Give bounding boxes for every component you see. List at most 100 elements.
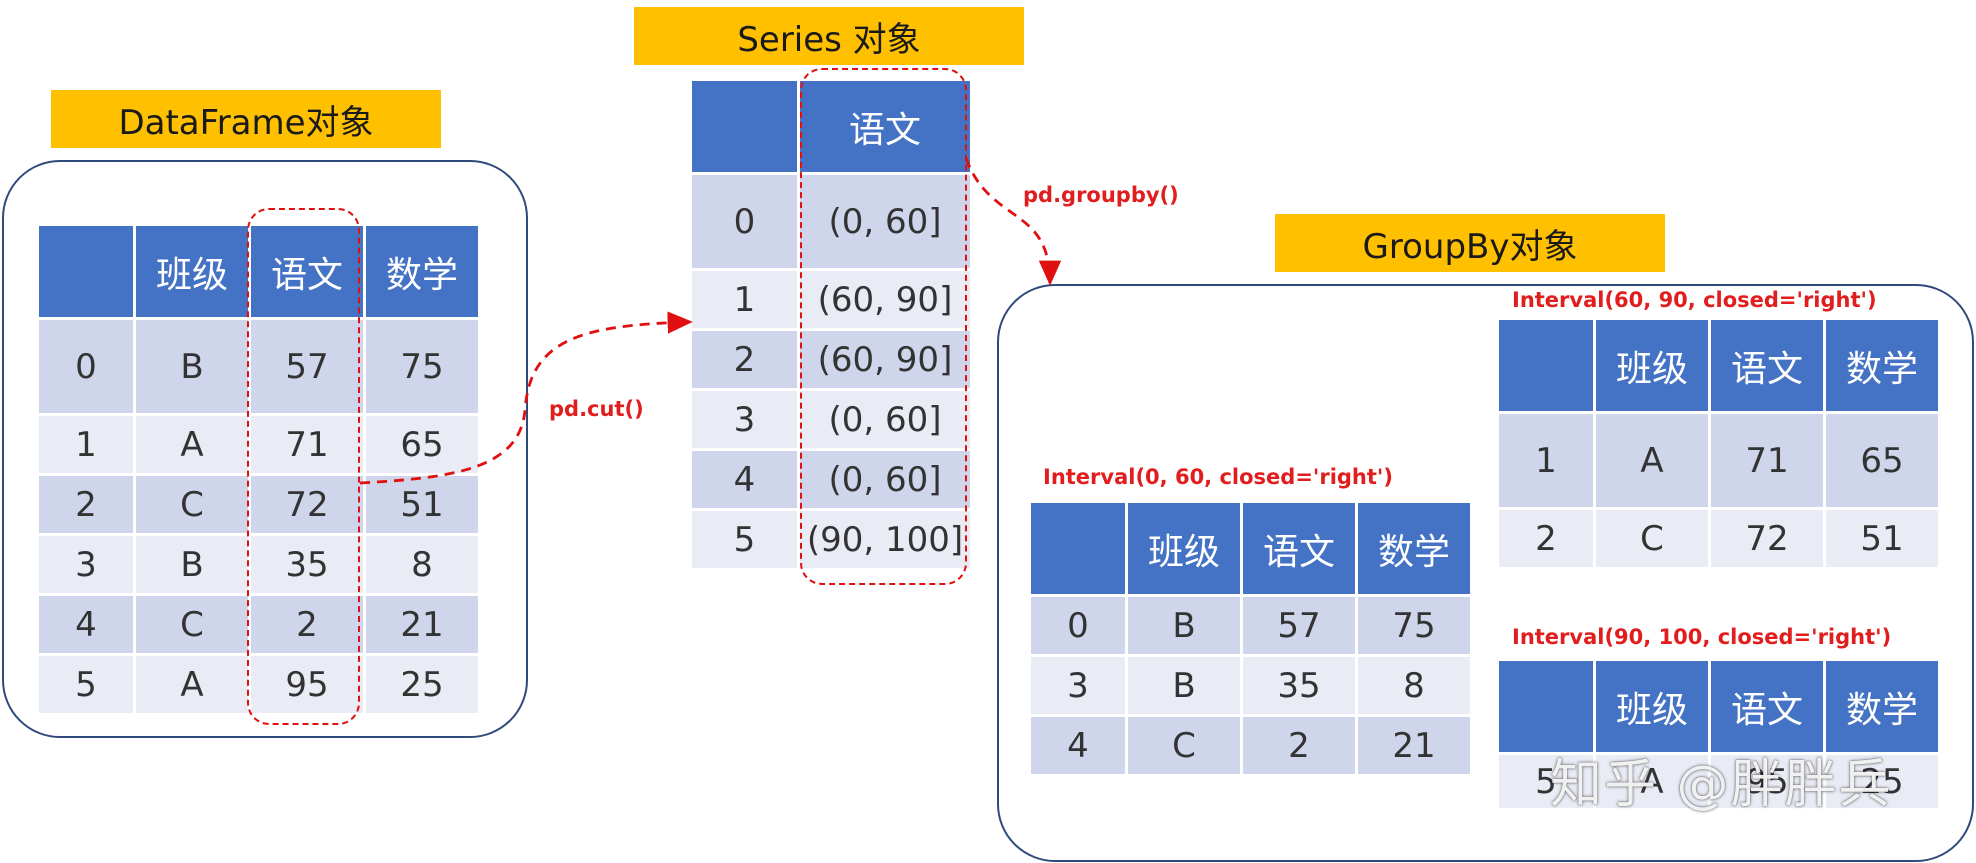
interval-cell: (0, 60] — [797, 448, 973, 511]
index-cell: 2 — [689, 328, 800, 391]
class-cell: B — [1125, 654, 1243, 717]
table-row: 4 C 2 21 — [1028, 714, 1473, 777]
group-label-90-100: Interval(90, 100, closed='right') — [1512, 625, 1892, 649]
table-row: 4 (0, 60] — [689, 448, 973, 511]
math-cell: 25 — [1823, 752, 1941, 811]
table-row: 0 (0, 60] — [689, 172, 973, 271]
index-cell: 3 — [1028, 654, 1128, 717]
chinese-header-cell: 语文 — [1708, 658, 1826, 755]
index-header-cell — [1496, 317, 1596, 414]
cut-arrow — [359, 311, 693, 485]
group-label-0-60: Interval(0, 60, closed='right') — [1043, 465, 1393, 489]
groupby-title: GroupBy对象 — [1275, 214, 1665, 272]
chinese-column-highlight — [247, 208, 360, 725]
chinese-header-cell: 语文 — [797, 78, 973, 175]
group-table-0-60: 班级 语文 数学 0 B 57 75 3 B 35 8 4 C 2 21 — [1028, 500, 1473, 777]
index-cell: 1 — [1496, 411, 1596, 510]
dataframe-table: 班级 语文 数学 0 B 57 75 1 A 71 65 2 C 72 51 3… — [36, 223, 481, 716]
index-cell: 3 — [36, 533, 136, 596]
math-header-cell: 数学 — [363, 223, 481, 320]
index-cell: 1 — [689, 268, 800, 331]
group-table-60-90: 班级 语文 数学 1 A 71 65 2 C 72 51 — [1496, 317, 1941, 570]
table-row: 5 (90, 100] — [689, 508, 973, 571]
index-header-cell — [1496, 658, 1596, 755]
class-cell: C — [133, 593, 251, 656]
interval-column-highlight — [800, 68, 967, 585]
math-cell: 65 — [1823, 411, 1941, 510]
table-row: 4 C 2 21 — [36, 593, 481, 656]
group-table-90-100: 班级 语文 数学 5 A 95 25 — [1496, 658, 1941, 811]
chinese-cell: 2 — [1240, 714, 1358, 777]
chinese-cell: 57 — [248, 317, 366, 416]
math-cell: 51 — [1823, 507, 1941, 570]
chinese-cell: 35 — [248, 533, 366, 596]
interval-cell: (60, 90] — [797, 268, 973, 331]
math-cell: 51 — [363, 473, 481, 536]
index-cell: 5 — [1496, 752, 1596, 811]
table-row: 0 B 57 75 — [36, 317, 481, 416]
table-row: 2 C 72 51 — [1496, 507, 1941, 570]
math-cell: 21 — [363, 593, 481, 656]
interval-cell: (0, 60] — [797, 388, 973, 451]
groupby-arrow — [964, 157, 1062, 286]
table-row: 1 A 71 65 — [1496, 411, 1941, 510]
chinese-header-cell: 语文 — [1708, 317, 1826, 414]
math-header-cell: 数学 — [1823, 317, 1941, 414]
table-row: 1 A 71 65 — [36, 413, 481, 476]
index-header-cell — [36, 223, 136, 320]
index-cell: 5 — [689, 508, 800, 571]
math-cell: 25 — [363, 653, 481, 716]
table-row: 1 (60, 90] — [689, 268, 973, 331]
class-cell: B — [133, 317, 251, 416]
index-cell: 0 — [689, 172, 800, 271]
chinese-cell: 2 — [248, 593, 366, 656]
index-cell: 1 — [36, 413, 136, 476]
watermark: 知乎 @胖胖兵 — [1550, 755, 1893, 815]
chinese-cell: 72 — [1708, 507, 1826, 570]
chinese-cell: 57 — [1240, 594, 1358, 657]
table-header-row: 班级 语文 数学 — [1496, 658, 1941, 755]
class-cell: C — [133, 473, 251, 536]
table-row: 3 (0, 60] — [689, 388, 973, 451]
class-cell: B — [1125, 594, 1243, 657]
index-cell: 0 — [1028, 594, 1128, 657]
class-header-cell: 班级 — [1593, 317, 1711, 414]
math-cell: 65 — [363, 413, 481, 476]
class-cell: A — [133, 653, 251, 716]
series-title: Series 对象 — [634, 7, 1024, 65]
dataframe-title-text: DataFrame对象 — [118, 102, 374, 143]
table-row: 3 B 35 8 — [1028, 654, 1473, 717]
math-cell: 8 — [1355, 654, 1473, 717]
series-table: 语文 0 (0, 60] 1 (60, 90] 2 (60, 90] 3 (0,… — [689, 78, 973, 571]
table-row: 5 A 95 25 — [1496, 752, 1941, 811]
chinese-header-cell: 语文 — [1240, 500, 1358, 597]
table-header-row: 班级 语文 数学 — [1028, 500, 1473, 597]
index-cell: 0 — [36, 317, 136, 416]
math-cell: 75 — [1355, 594, 1473, 657]
cut-arrow-label: pd.cut() — [549, 397, 644, 421]
dataframe-title: DataFrame对象 — [51, 90, 441, 148]
table-row: 3 B 35 8 — [36, 533, 481, 596]
index-cell: 3 — [689, 388, 800, 451]
chinese-cell: 95 — [1708, 752, 1826, 811]
index-header-cell — [689, 78, 800, 175]
interval-cell: (60, 90] — [797, 328, 973, 391]
class-header-cell: 班级 — [133, 223, 251, 320]
math-header-cell: 数学 — [1355, 500, 1473, 597]
math-cell: 21 — [1355, 714, 1473, 777]
table-header-row: 班级 语文 数学 — [36, 223, 481, 320]
interval-cell: (90, 100] — [797, 508, 973, 571]
class-cell: C — [1593, 507, 1711, 570]
class-header-cell: 班级 — [1593, 658, 1711, 755]
table-row: 0 B 57 75 — [1028, 594, 1473, 657]
table-row: 2 C 72 51 — [36, 473, 481, 536]
index-cell: 2 — [1496, 507, 1596, 570]
dataframe-frame — [2, 160, 528, 738]
chinese-cell: 72 — [248, 473, 366, 536]
chinese-header-cell: 语文 — [248, 223, 366, 320]
group-label-60-90: Interval(60, 90, closed='right') — [1512, 288, 1877, 312]
table-row: 2 (60, 90] — [689, 328, 973, 391]
table-header-row: 语文 — [689, 78, 973, 175]
index-cell: 5 — [36, 653, 136, 716]
